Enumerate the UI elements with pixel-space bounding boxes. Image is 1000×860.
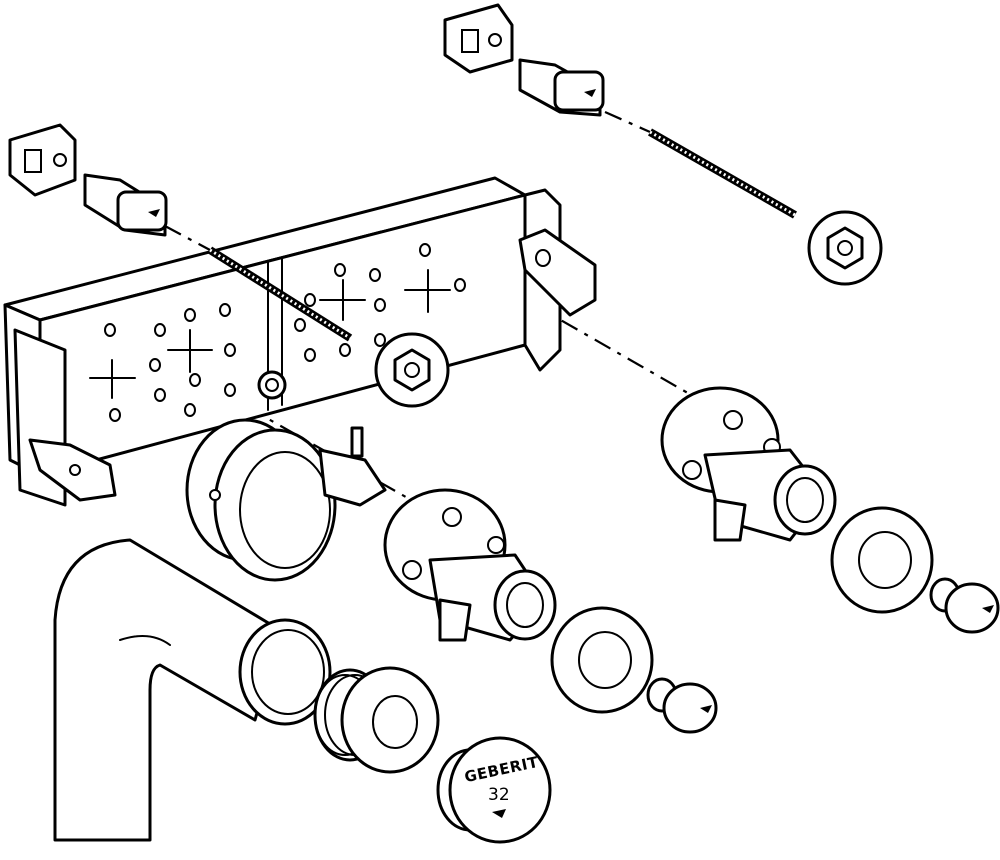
mounting-rail [3, 176, 597, 507]
threaded-connector [313, 666, 440, 774]
drain-elbow-pipe [53, 538, 332, 842]
rosette-washer-right [830, 506, 934, 614]
pipe-clamp [185, 418, 387, 582]
rail-nut [257, 370, 287, 400]
rosette-washer-middle [550, 606, 654, 714]
clip-top-right [443, 3, 514, 74]
anchor-plug-top-left [83, 173, 168, 237]
anchor-plug-top-right [518, 58, 605, 117]
plug-screw-right [929, 577, 1000, 634]
plug-screw-middle [646, 677, 718, 734]
flange-nut-top-right [807, 210, 883, 286]
clip-top-left [8, 123, 77, 197]
protective-cap: GEBERIT 32 [436, 736, 552, 844]
threaded-rod-top-left [207, 246, 353, 342]
rail-holes [104, 243, 466, 422]
wall-elbow-right [660, 386, 837, 542]
threaded-rod-top-right [648, 128, 797, 219]
cap-size-label: 32 [488, 785, 510, 805]
flange-nut-left [374, 332, 450, 408]
wall-elbow-middle [383, 488, 557, 642]
rail-crosshairs [89, 269, 451, 399]
